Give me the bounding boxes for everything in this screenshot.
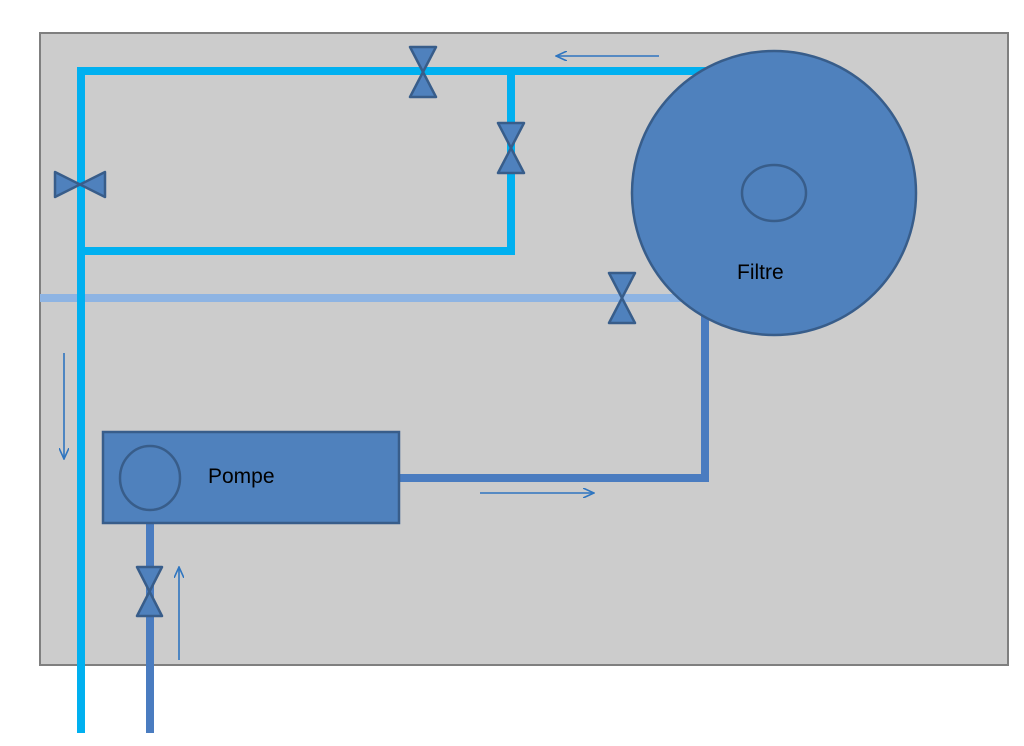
- valve-filter-outlet[interactable]: [607, 271, 637, 325]
- pump-pipes: [146, 300, 709, 733]
- flow-arrows: [64, 56, 659, 660]
- valve-top[interactable]: [408, 45, 438, 99]
- valves: [53, 45, 637, 618]
- pump: [101, 430, 401, 525]
- filter-lid: [740, 163, 808, 223]
- valve-right-vertical[interactable]: [496, 121, 526, 175]
- filter-tank: [630, 49, 918, 337]
- valve-left[interactable]: [53, 170, 107, 199]
- pump-label: Pompe: [208, 465, 275, 488]
- filter-label: Filtre: [737, 261, 784, 284]
- valve-pump-inlet[interactable]: [135, 565, 164, 618]
- pump-outlet-pipe: [398, 300, 709, 482]
- pump-motor: [118, 444, 182, 512]
